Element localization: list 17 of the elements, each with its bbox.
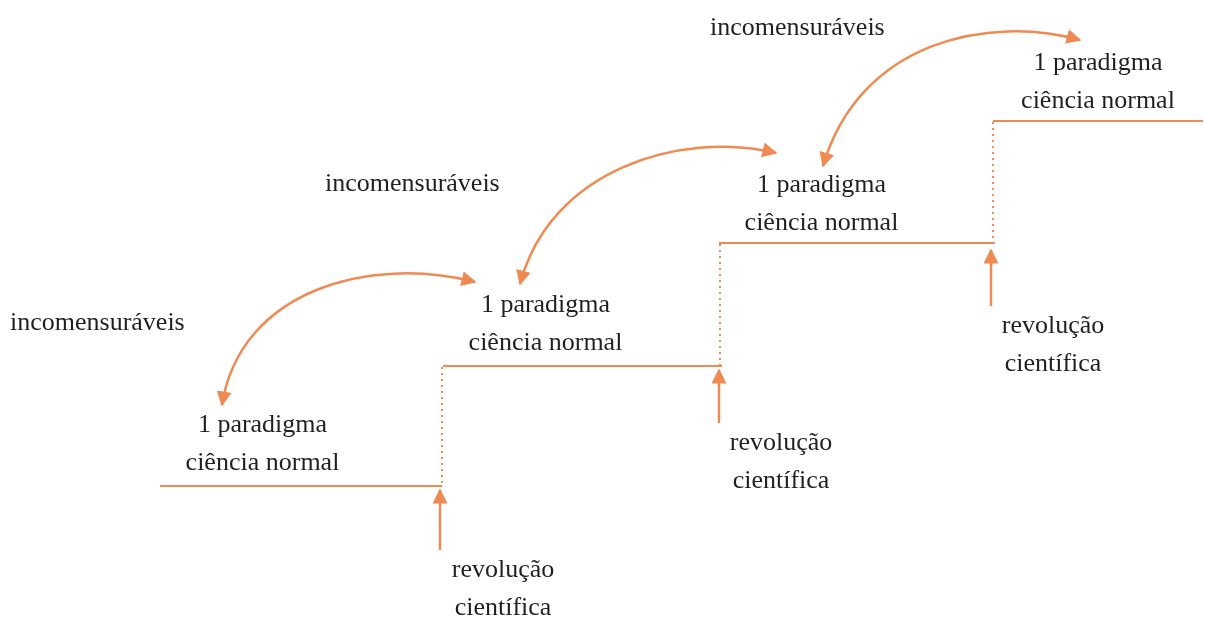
arrow xyxy=(711,368,727,423)
paradigm-label: 1 paradigma xyxy=(197,408,328,440)
stage-label: ciência normal xyxy=(1021,84,1175,116)
arrow xyxy=(983,248,999,306)
stage-label: ciência normal xyxy=(185,446,340,478)
revolution-label: revolução científica xyxy=(978,306,1128,382)
revolution-label: revolução científica xyxy=(428,550,578,618)
stage-label: ciência normal xyxy=(744,206,899,238)
arrow xyxy=(432,488,448,550)
paradigm-label: 1 paradigma xyxy=(1033,46,1163,78)
paradigm-label: 1 paradigma xyxy=(480,288,611,320)
revolution-label: revolução científica xyxy=(706,423,856,499)
curved-arrow xyxy=(820,29,1082,168)
paradigm-label: 1 paradigma xyxy=(756,168,887,200)
curved-arrow xyxy=(218,271,477,407)
stage-label: ciência normal xyxy=(468,326,623,358)
curved-arrow xyxy=(517,143,778,286)
